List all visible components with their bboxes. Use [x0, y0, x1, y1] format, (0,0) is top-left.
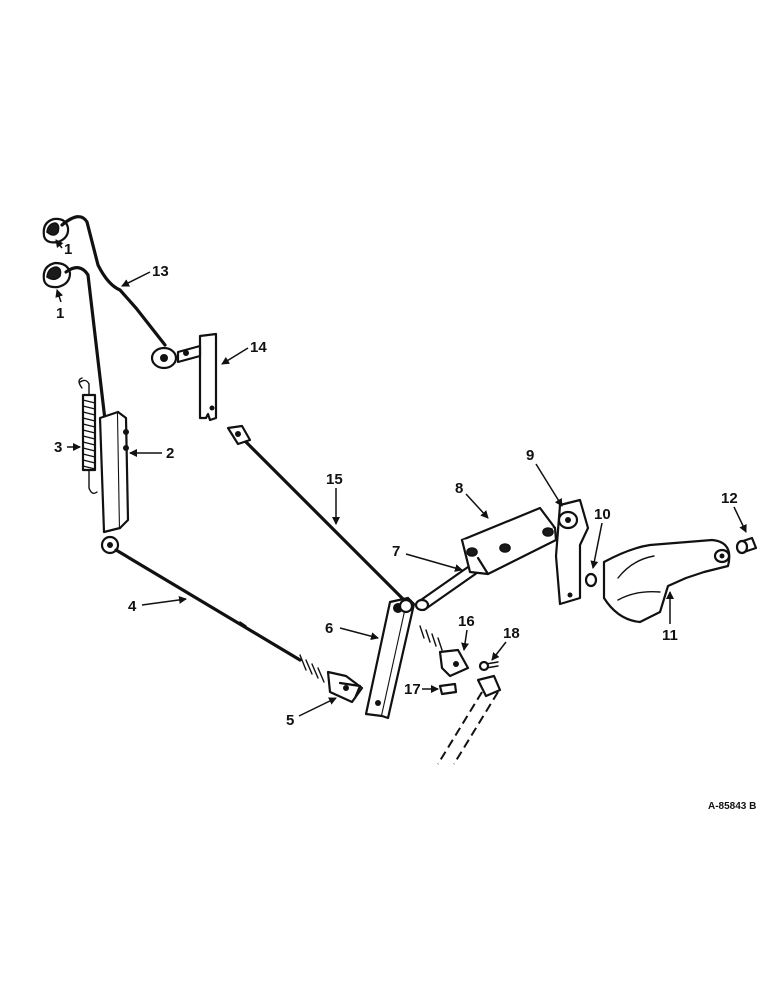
svg-text:7: 7	[392, 543, 400, 560]
callout-4: 4	[128, 595, 187, 615]
svg-text:11: 11	[662, 627, 678, 644]
cotter-18	[478, 660, 499, 672]
callout-1-upper: 1	[55, 239, 72, 258]
svg-text:16: 16	[458, 613, 475, 630]
washer-10	[584, 572, 598, 588]
callout-16: 16	[458, 613, 475, 651]
callout-6: 6	[325, 620, 379, 641]
svg-text:12: 12	[721, 490, 738, 507]
plate-11	[602, 538, 731, 624]
rod-13	[60, 215, 167, 347]
reference-code: A-85843 B	[708, 801, 756, 812]
knob-rod	[64, 266, 107, 422]
knob-lower	[42, 261, 72, 289]
yoke-16	[419, 625, 470, 678]
spring-3	[78, 377, 98, 495]
clevis-5	[326, 670, 364, 704]
svg-text:9: 9	[526, 447, 534, 464]
callout-3: 3	[54, 439, 81, 456]
callout-10: 10	[590, 506, 611, 569]
bushing-12	[735, 536, 758, 555]
callout-5: 5	[286, 697, 337, 729]
svg-text:4: 4	[128, 598, 137, 615]
callout-15: 15	[326, 471, 343, 525]
callout-13: 13	[121, 263, 169, 287]
svg-text:10: 10	[594, 506, 611, 523]
bracket-8	[460, 506, 558, 576]
callout-1-lower: 1	[55, 289, 64, 322]
svg-text:6: 6	[325, 620, 333, 637]
phantom-lever	[437, 674, 502, 765]
callout-8: 8	[455, 480, 489, 519]
svg-text:2: 2	[166, 445, 174, 462]
arm-14	[176, 332, 218, 422]
svg-text:17: 17	[404, 681, 421, 698]
svg-text:15: 15	[326, 471, 343, 488]
callout-17: 17	[404, 681, 439, 698]
callout-9: 9	[526, 447, 563, 507]
callout-18: 18	[491, 625, 520, 661]
rod-13-eye	[150, 346, 178, 370]
svg-text:8: 8	[455, 480, 463, 497]
svg-text:1: 1	[64, 241, 72, 258]
svg-text:13: 13	[152, 263, 169, 280]
svg-text:5: 5	[286, 712, 294, 729]
callout-11: 11	[662, 591, 678, 644]
callout-2: 2	[129, 445, 174, 462]
rod-4	[100, 535, 325, 683]
lever-2	[98, 410, 130, 534]
callout-14: 14	[221, 339, 267, 365]
rod-15	[226, 424, 406, 602]
svg-text:14: 14	[250, 339, 267, 356]
bracket-9	[554, 498, 590, 606]
callout-12: 12	[721, 490, 747, 533]
lever-6	[364, 596, 416, 720]
svg-text:18: 18	[503, 625, 520, 642]
svg-text:3: 3	[54, 439, 62, 456]
svg-text:1: 1	[56, 305, 64, 322]
callout-7: 7	[392, 543, 463, 572]
pin-17	[438, 682, 458, 696]
